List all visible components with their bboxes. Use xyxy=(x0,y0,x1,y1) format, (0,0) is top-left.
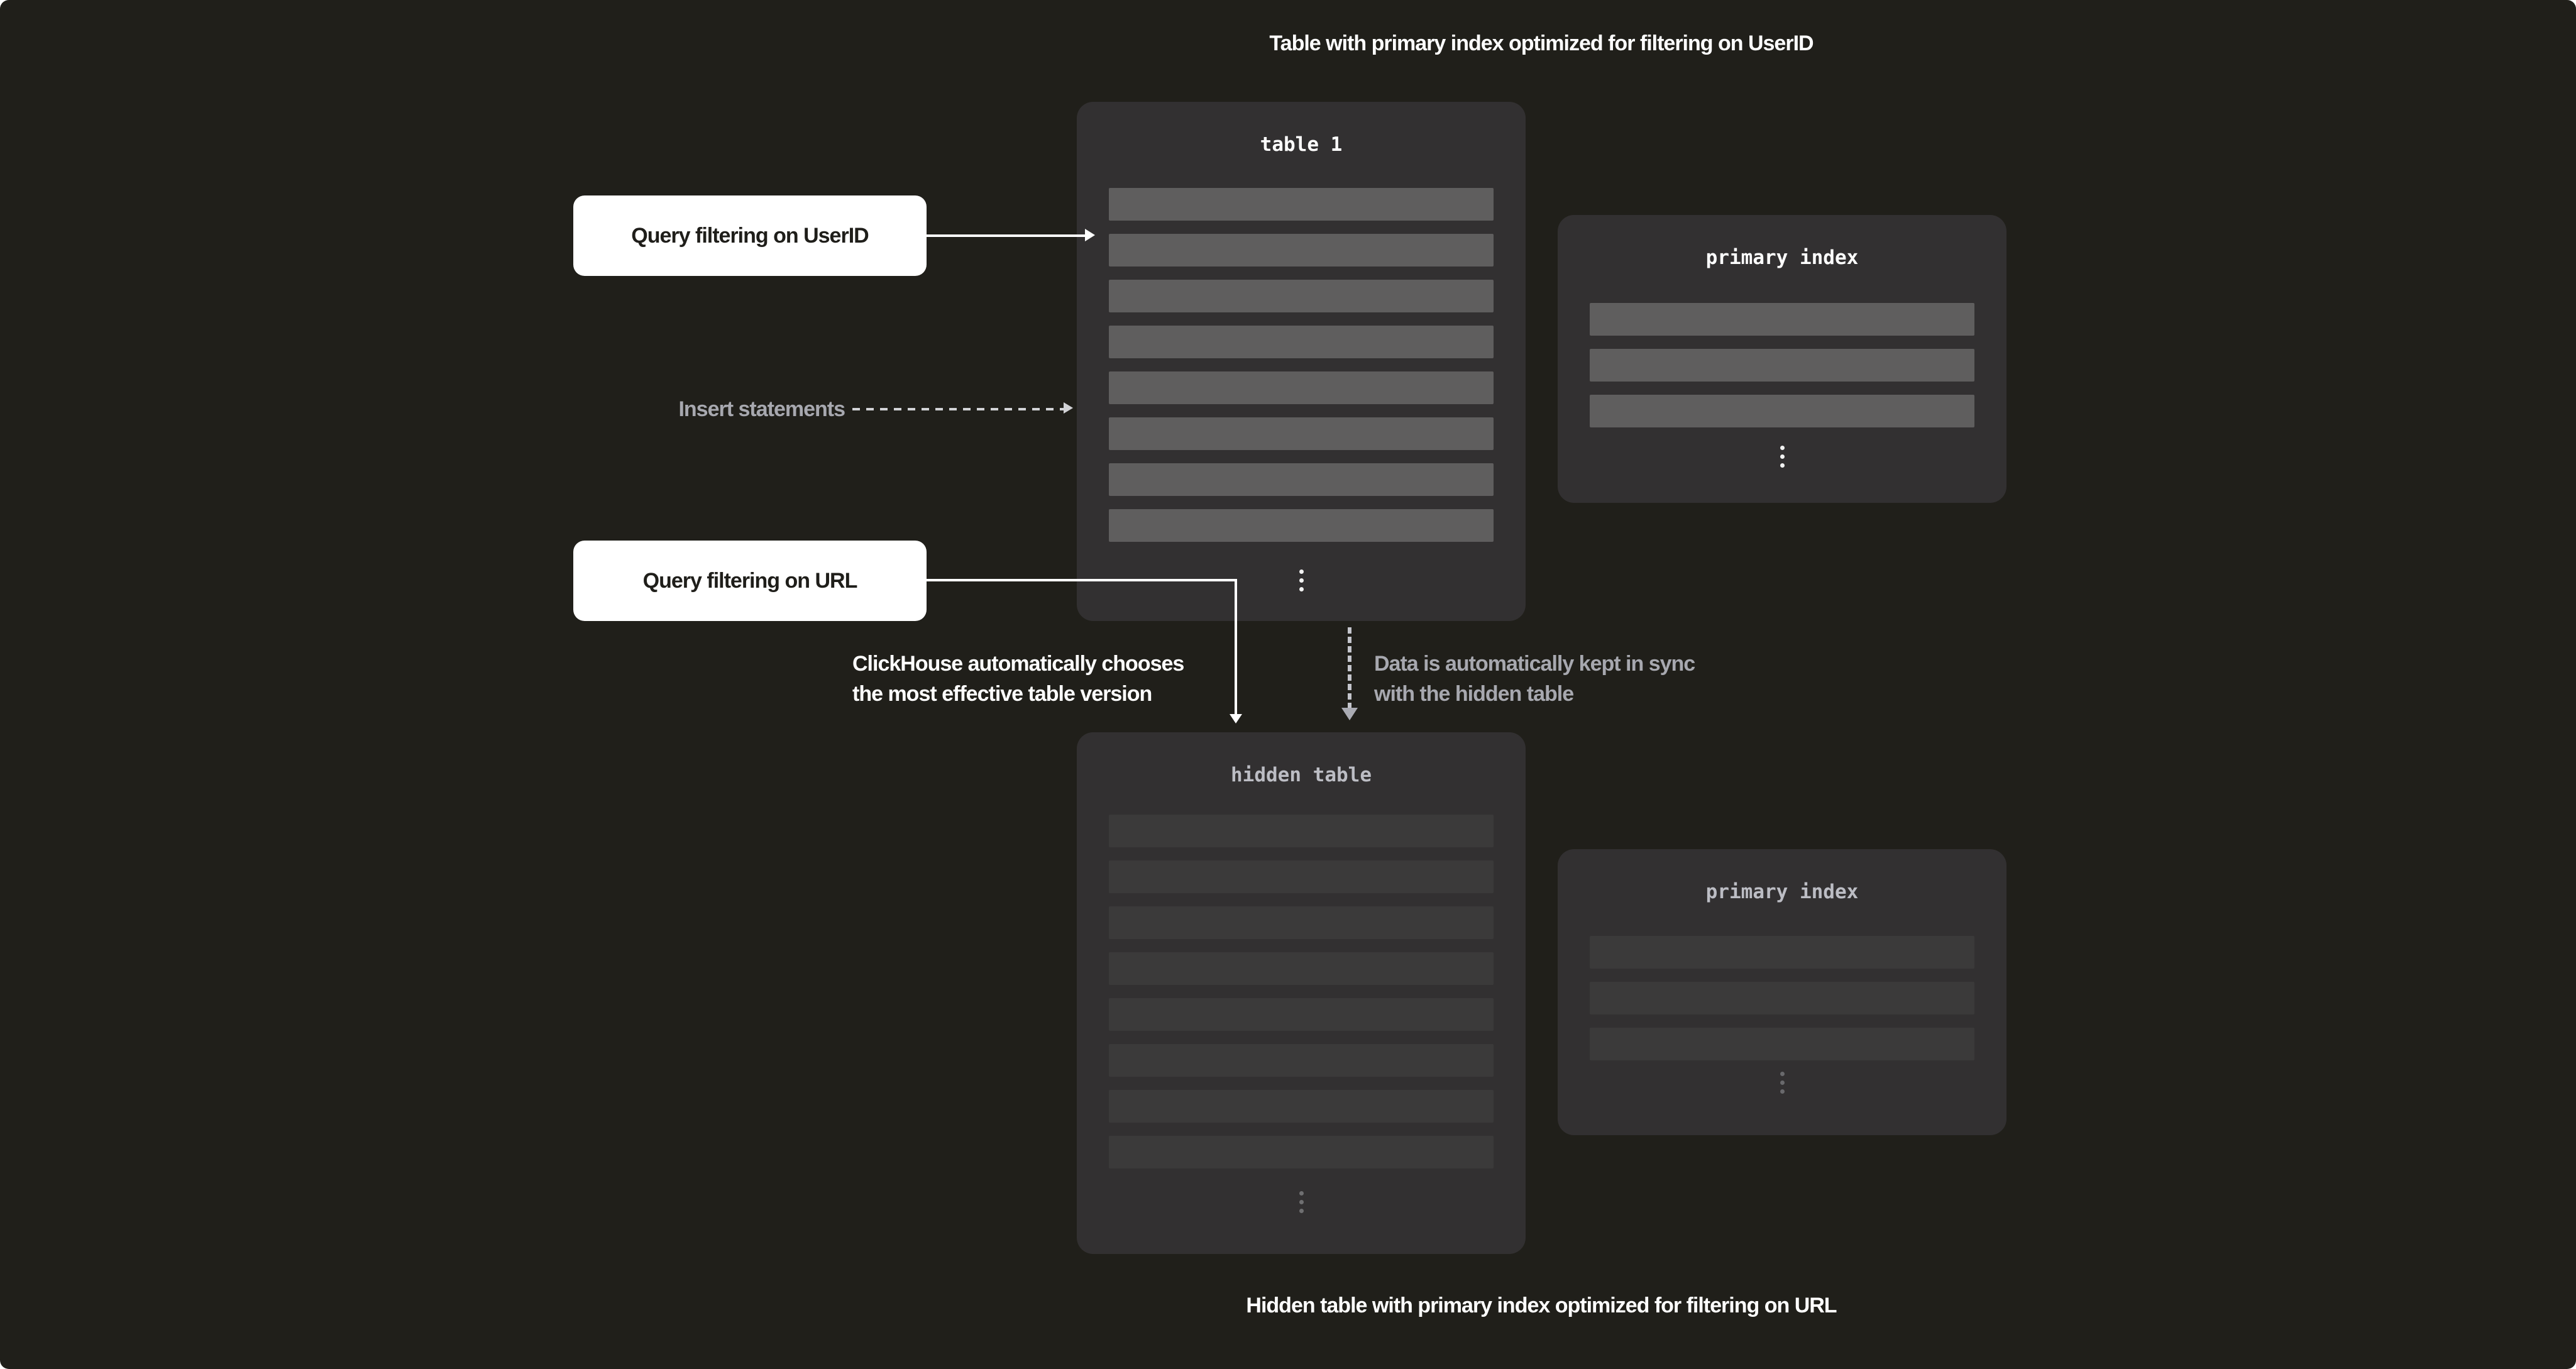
index-row-bar xyxy=(1590,349,1974,382)
table-row-bar xyxy=(1109,815,1494,847)
index-row-bar xyxy=(1590,395,1974,427)
table-row-bar xyxy=(1109,417,1494,450)
index-row-bar xyxy=(1590,1028,1974,1060)
query-userid-box: Query filtering on UserID xyxy=(573,195,927,276)
top-caption: Table with primary index optimized for f… xyxy=(1269,31,1814,55)
query-url-box: Query filtering on URL xyxy=(573,541,927,621)
note-line: ClickHouse automatically chooses xyxy=(852,652,1184,676)
primary-index-top-title: primary index xyxy=(1705,246,1859,269)
hidden-table-panel: hidden table xyxy=(1077,732,1526,1254)
query-userid-label: Query filtering on UserID xyxy=(631,223,869,248)
bottom-caption: Hidden table with primary index optimize… xyxy=(1246,1294,1837,1317)
table-row-bar xyxy=(1109,1044,1494,1077)
index-row-bar xyxy=(1590,936,1974,969)
vertical-ellipsis-icon xyxy=(1077,569,1526,591)
table-row-bar xyxy=(1109,371,1494,404)
url-arrow-vertical-line xyxy=(1235,579,1237,715)
table1-rows xyxy=(1109,188,1494,542)
vertical-ellipsis-icon xyxy=(1558,1072,2006,1094)
table-row-bar xyxy=(1109,234,1494,267)
kept-in-sync-note: Data is automatically kept in sync with … xyxy=(1374,649,1695,709)
table-row-bar xyxy=(1109,952,1494,985)
primary-index-top-panel: primary index xyxy=(1558,215,2006,503)
hidden-table-title: hidden table xyxy=(1231,764,1372,786)
table1-panel: table 1 xyxy=(1077,102,1526,621)
table-row-bar xyxy=(1109,998,1494,1031)
primary-index-bottom-panel: primary index xyxy=(1558,849,2006,1135)
url-arrow-horizontal-line xyxy=(927,579,1237,581)
insert-dashed-line xyxy=(852,408,1064,410)
userid-arrow-line xyxy=(927,234,1085,237)
url-arrowhead-icon xyxy=(1230,714,1242,723)
index-row-bar xyxy=(1590,982,1974,1014)
userid-arrowhead-icon xyxy=(1085,229,1095,241)
table-row-bar xyxy=(1109,326,1494,358)
primary-index-top-rows xyxy=(1590,303,1974,427)
vertical-ellipsis-icon xyxy=(1077,1191,1526,1213)
primary-index-bottom-rows xyxy=(1590,936,1974,1060)
table-row-bar xyxy=(1109,463,1494,496)
sync-dashed-line xyxy=(1348,627,1351,708)
table-row-bar xyxy=(1109,906,1494,939)
note-line: with the hidden table xyxy=(1374,682,1574,706)
table-row-bar xyxy=(1109,1090,1494,1123)
table-row-bar xyxy=(1109,860,1494,893)
primary-index-bottom-title: primary index xyxy=(1705,881,1859,903)
note-line: Data is automatically kept in sync xyxy=(1374,652,1695,676)
table-row-bar xyxy=(1109,280,1494,312)
index-row-bar xyxy=(1590,303,1974,336)
note-line: the most effective table version xyxy=(852,682,1152,706)
clickhouse-chooses-note: ClickHouse automatically chooses the mos… xyxy=(852,649,1184,709)
sync-arrowhead-icon xyxy=(1341,708,1358,720)
table-row-bar xyxy=(1109,509,1494,542)
table-row-bar xyxy=(1109,188,1494,221)
hidden-table-rows xyxy=(1109,815,1494,1168)
insert-statements-label: Insert statements xyxy=(678,397,845,421)
insert-arrowhead-icon xyxy=(1064,402,1073,414)
table-row-bar xyxy=(1109,1136,1494,1168)
table1-title: table 1 xyxy=(1260,133,1343,156)
vertical-ellipsis-icon xyxy=(1558,446,2006,468)
query-url-label: Query filtering on URL xyxy=(642,568,858,593)
